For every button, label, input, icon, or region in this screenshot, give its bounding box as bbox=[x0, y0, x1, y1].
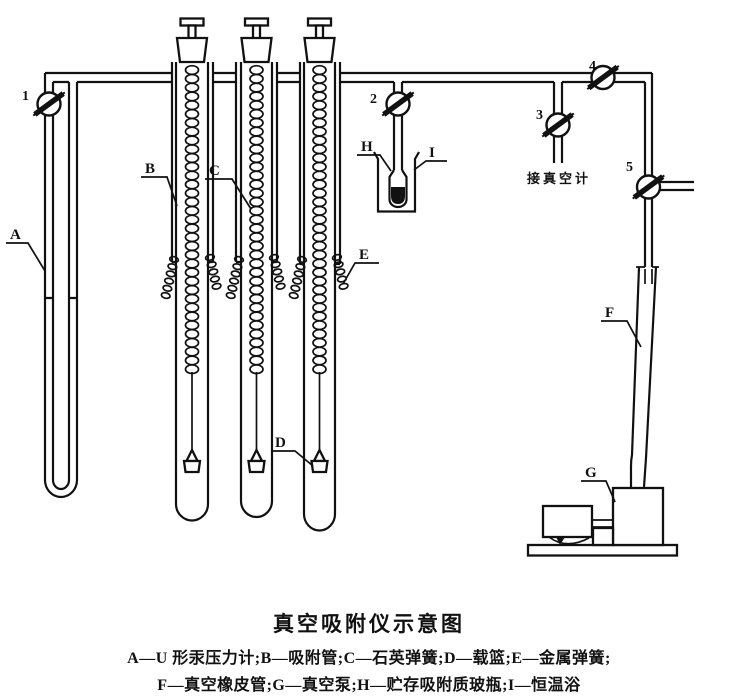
glass-stopper bbox=[175, 17, 209, 64]
part-label-h: H bbox=[357, 139, 392, 172]
u-tube-manometer bbox=[43, 73, 79, 499]
motor-mount bbox=[556, 537, 565, 545]
valve-1-label: 1 bbox=[22, 89, 29, 104]
glass-stopper bbox=[303, 17, 336, 64]
svg-text:G: G bbox=[585, 465, 597, 481]
sample-basket bbox=[247, 447, 266, 474]
valve-1 bbox=[34, 93, 64, 116]
vacuum-gauge-note: 接真空计 bbox=[527, 171, 591, 186]
pump-body bbox=[611, 486, 665, 547]
adsorption-tube-1 bbox=[160, 17, 222, 522]
shaft-support bbox=[591, 526, 615, 547]
svg-text:B: B bbox=[145, 161, 155, 177]
joint-socket bbox=[298, 62, 342, 266]
quartz-spring bbox=[249, 64, 264, 375]
adsorption-tube-2 bbox=[225, 17, 286, 519]
legend-line-1: A—U 形汞压力计;B—吸附管;C—石英弹簧;D—载篮;E—金属弹簧; bbox=[127, 650, 611, 667]
svg-text:F: F bbox=[605, 305, 614, 321]
metal-spring-left bbox=[160, 255, 180, 300]
sample-basket bbox=[310, 447, 329, 474]
vacuum-pump bbox=[526, 486, 679, 557]
part-label-e: E bbox=[342, 247, 379, 285]
part-label-c: C bbox=[205, 163, 252, 210]
svg-text:C: C bbox=[209, 163, 220, 179]
metal-spring-left bbox=[225, 255, 245, 300]
legend-line-2: F—真空橡皮管;G—真空泵;H—贮存吸附质玻瓶;I—恒温浴 bbox=[157, 677, 581, 694]
adsorbate-liquid bbox=[391, 187, 405, 204]
motor bbox=[541, 504, 594, 539]
metal-spring-right bbox=[268, 253, 286, 290]
part-label-d: D bbox=[271, 435, 314, 467]
bottle-body bbox=[388, 169, 408, 209]
apparatus-diagram: 1 2 3 4 5 A B C D E F G H I 接真空计 bbox=[6, 17, 694, 557]
svg-text:D: D bbox=[275, 435, 286, 451]
quartz-spring bbox=[184, 64, 200, 375]
svg-text:A: A bbox=[10, 227, 21, 243]
valve-4-label: 4 bbox=[589, 59, 596, 74]
valve-2-label: 2 bbox=[370, 92, 377, 107]
right-downpipe bbox=[643, 73, 654, 267]
part-label-g: G bbox=[581, 465, 616, 503]
adsorbate-bottle-assembly bbox=[373, 82, 420, 213]
glass-rubber-joint bbox=[636, 266, 659, 284]
valve-5-label: 5 bbox=[626, 160, 633, 175]
svg-text:E: E bbox=[359, 247, 369, 263]
metal-spring-left bbox=[288, 255, 308, 300]
valve-3-label: 3 bbox=[536, 108, 543, 123]
pump-base-plate bbox=[526, 543, 679, 557]
valve-5 bbox=[634, 176, 664, 199]
motor-feet bbox=[548, 536, 590, 545]
glass-stopper bbox=[240, 17, 273, 64]
valve-2 bbox=[383, 93, 413, 116]
rubber-tube bbox=[629, 266, 659, 488]
part-label-a: A bbox=[6, 227, 46, 272]
part-label-f: F bbox=[601, 305, 642, 348]
part-label-b: B bbox=[141, 161, 178, 207]
quartz-spring bbox=[312, 64, 327, 375]
thermostat-bath-beaker bbox=[373, 151, 420, 213]
drive-shaft bbox=[592, 519, 613, 528]
joint-socket bbox=[234, 62, 279, 264]
adsorption-tube-3 bbox=[288, 17, 349, 532]
metal-spring-right bbox=[204, 253, 222, 290]
svg-text:I: I bbox=[429, 145, 435, 161]
part-label-i: I bbox=[413, 145, 447, 171]
svg-text:H: H bbox=[361, 139, 373, 155]
valve-3 bbox=[543, 114, 573, 137]
sample-basket bbox=[182, 447, 202, 474]
joint-socket bbox=[170, 62, 215, 264]
diagram-title: 真空吸附仪示意图 bbox=[273, 612, 465, 636]
